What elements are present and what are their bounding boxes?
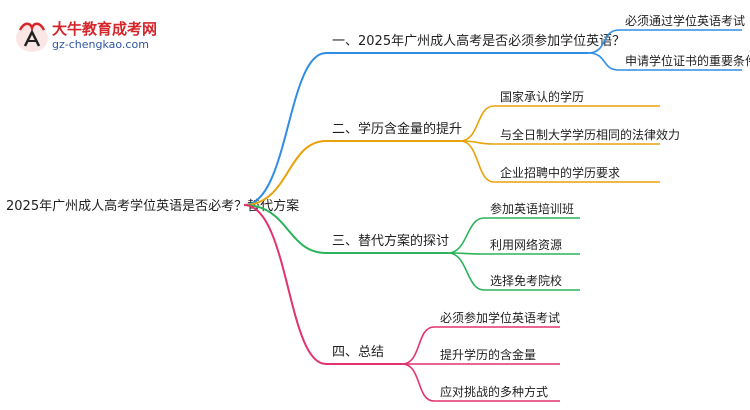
branch-4-child-3-connector [401,363,435,402]
site-logo[interactable]: 大牛教育成考网 gz-chengkao.com [12,16,182,58]
branch-4-child-2-label: 提升学历的含金量 [440,347,536,362]
branch-1-child-1-connector [587,29,620,54]
branch-4-connector [243,204,327,365]
branch-2-connector [243,140,327,206]
logo-name: 大牛教育成考网 [52,20,158,38]
branch-4-child-1-label: 必须参加学位英语考试 [440,310,560,325]
branch-3-child-1-connector [447,217,485,254]
branch-1-child-1-label: 必须通过学位英语考试 [625,13,745,28]
branch-2-child-3-connector [459,140,495,183]
branch-4-child-3-label: 应对挑战的多种方式 [440,384,548,399]
branch-2-child-3-label: 企业招聘中的学历要求 [500,165,620,180]
branch-1-child-2-label: 申请学位证书的重要条件 [625,53,750,68]
branch-3-connector [243,204,327,254]
branch-2-child-2-label: 与全日制大学学历相同的法律效力 [500,127,680,142]
logo-url: gz-chengkao.com [52,38,149,51]
branch-2-label: 二、学历含金量的提升 [332,121,462,137]
branch-3-child-1-label: 参加英语培训班 [490,201,574,216]
branch-1-label: 一、2025年广州成人高考是否必须参加学位英语？ [332,33,625,49]
branch-4-label: 四、总结 [332,345,384,360]
branch-3-child-3-connector [447,252,485,291]
root-node-label: 2025年广州成人高考学位英语是否必考？替代方案 [6,198,299,214]
ox-logo-icon [16,22,48,52]
branch-3-child-2-label: 利用网络资源 [490,237,562,252]
branch-2-child-1-label: 国家承认的学历 [500,89,584,104]
branch-1-connector [243,52,327,206]
branch-3-label: 三、替代方案的探讨 [332,233,449,249]
branch-1-child-2-connector [587,52,620,71]
branch-2-child-1-connector [459,105,495,142]
branch-4-child-1-connector [401,326,435,365]
branch-3-child-3-label: 选择免考院校 [490,273,562,288]
